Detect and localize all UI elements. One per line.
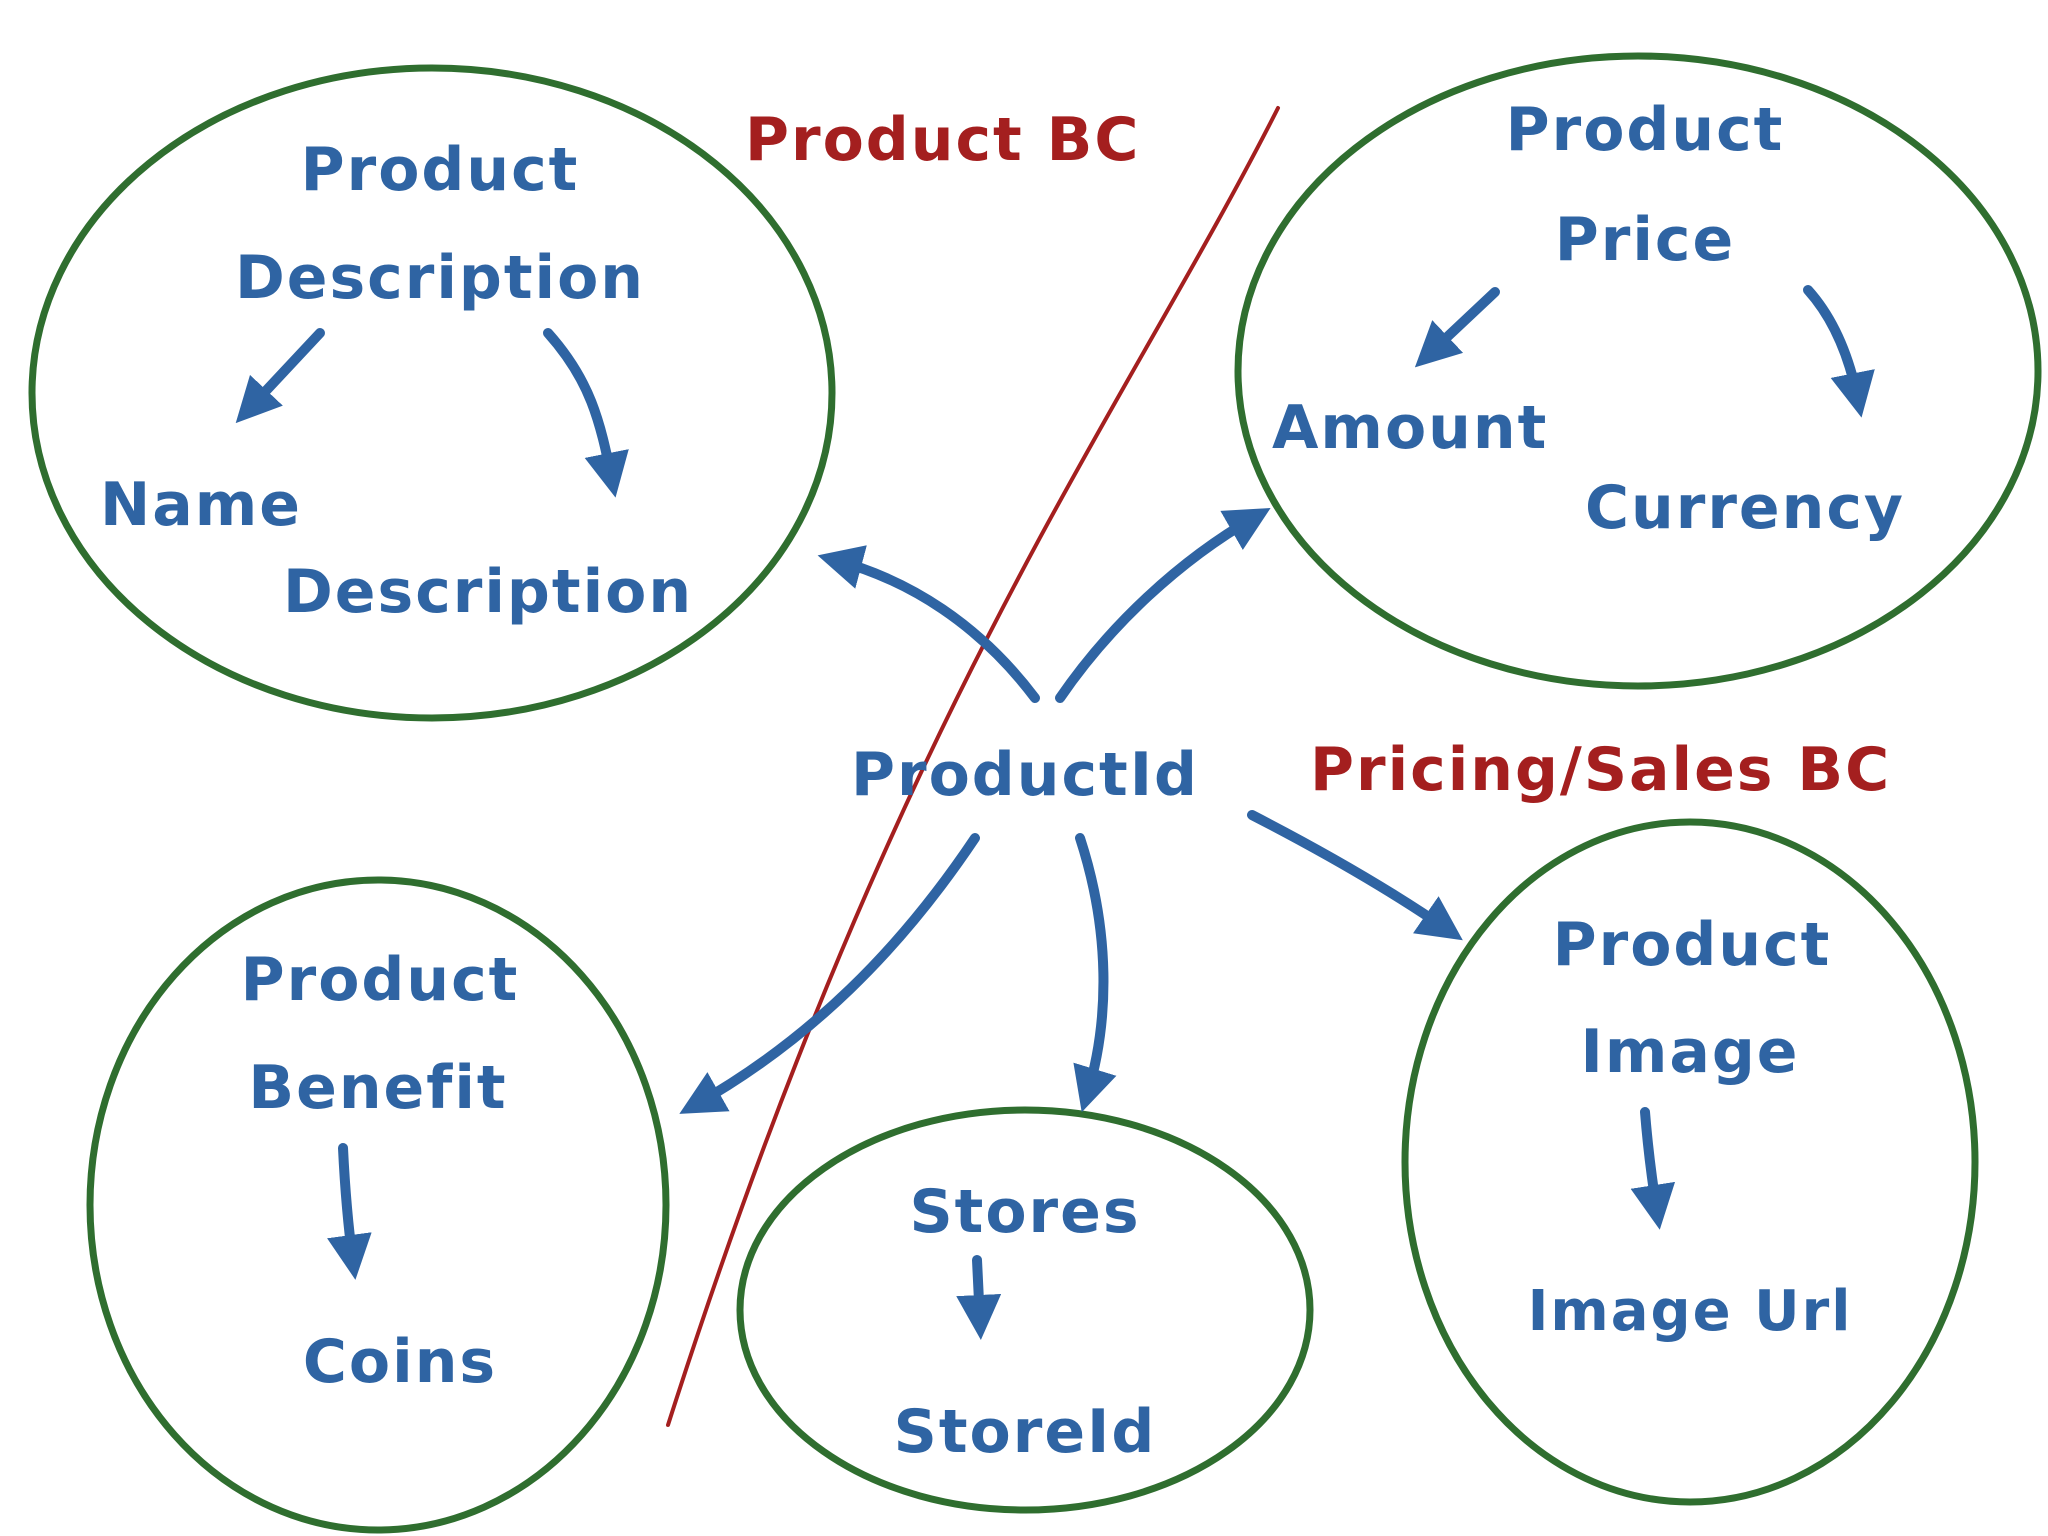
product-image-title-line1: Product [1553,910,1832,980]
coins-label: Coins [303,1327,497,1397]
amount-label: Amount [1272,393,1548,463]
product-image-title-line2: Image [1581,1017,1800,1087]
product-description-title-line1: Product [301,135,580,205]
description-label: Description [283,557,693,627]
store-id-label: StoreId [894,1397,1157,1467]
product-price-title-line1: Product [1506,95,1785,165]
arrow-hub-to-product-price [1055,508,1271,703]
product-bc-label: Product BC [745,105,1140,175]
pricing-sales-bc-label: Pricing/Sales BC [1310,735,1891,805]
currency-label: Currency [1585,473,1905,543]
arrow-to-description [543,328,629,498]
stores-title: Stores [909,1177,1140,1247]
arrow-hub-to-product-benefit [679,833,980,1114]
product-description-ellipse [28,64,836,722]
product-description-title-line2: Description [235,243,645,313]
product-id-label: ProductId [851,740,1199,810]
bounded-context-divider [666,106,1280,1427]
stores-ellipse [736,1106,1314,1514]
product-image-ellipse [1401,818,1979,1506]
arrow-to-coins [327,1143,372,1280]
product-price-ellipse [1234,52,2042,690]
name-label: Name [100,470,302,540]
arrow-to-amount [1414,287,1500,368]
product-benefit-ellipse [86,876,670,1534]
arrow-to-store-id [956,1255,1002,1340]
arrow-to-name [235,328,325,424]
arrow-to-image-url [1630,1107,1676,1230]
arrow-hub-to-product-description [817,545,1040,703]
arrow-to-currency [1803,285,1875,418]
product-benefit-title-line2: Benefit [248,1053,507,1123]
arrow-hub-to-product-image [1247,810,1463,941]
arrow-hub-to-stores [1073,833,1117,1113]
product-benefit-title-line1: Product [241,945,520,1015]
image-url-label: Image Url [1528,1279,1853,1344]
product-price-title-line2: Price [1555,205,1735,275]
